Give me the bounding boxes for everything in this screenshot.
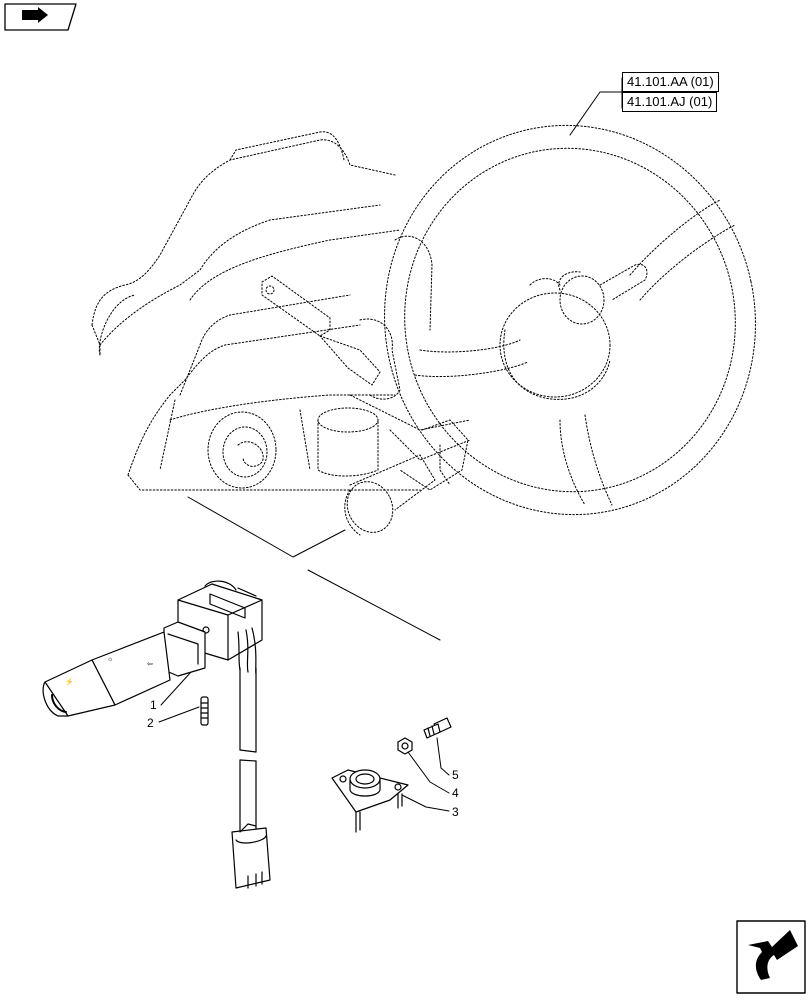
reference-label-41-101-aj[interactable]: 41.101.AJ (01) bbox=[622, 92, 718, 112]
svg-text:⇦: ⇦ bbox=[147, 661, 153, 668]
multifunction-switch[interactable]: ⚡ ☼ ⇦ bbox=[42, 580, 271, 889]
reference-label-41-101-aa[interactable]: 41.101.AA (01) bbox=[622, 72, 719, 92]
detail-zoom-lines bbox=[187, 496, 441, 641]
svg-text:⚡: ⚡ bbox=[65, 677, 74, 686]
next-page-arrow-icon[interactable] bbox=[736, 920, 806, 994]
svg-text:☼: ☼ bbox=[107, 656, 113, 663]
previous-page-arrow-icon[interactable] bbox=[4, 3, 77, 31]
reference-leader bbox=[569, 77, 623, 136]
column-lever-outline bbox=[261, 275, 471, 536]
screw-part-2[interactable] bbox=[200, 696, 209, 726]
nut-part-4[interactable] bbox=[397, 737, 413, 755]
bolt-part-5[interactable] bbox=[423, 717, 452, 739]
steering-wheel-outline bbox=[384, 124, 756, 516]
callout-leaders bbox=[158, 671, 450, 812]
callout-number-3: 3 bbox=[452, 805, 459, 819]
callout-number-2: 2 bbox=[147, 716, 154, 730]
callout-number-5: 5 bbox=[452, 768, 459, 782]
callout-number-1: 1 bbox=[150, 698, 157, 712]
dashboard-outline bbox=[91, 131, 471, 491]
callout-number-4: 4 bbox=[452, 786, 459, 800]
mounting-bracket-part-3[interactable] bbox=[331, 769, 409, 833]
